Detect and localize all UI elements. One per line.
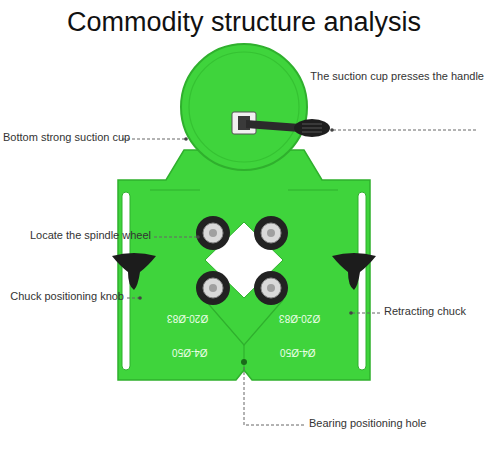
size-marking: Ø20-Ø83 bbox=[167, 312, 208, 324]
plate-ridge bbox=[150, 189, 338, 190]
suction-cup bbox=[181, 44, 307, 170]
callout-label: Locate the spindle wheel bbox=[30, 229, 151, 242]
size-marking: Ø4-Ø50 bbox=[280, 346, 316, 358]
guide-plate bbox=[118, 150, 370, 380]
handle-grip-line bbox=[302, 128, 322, 129]
leader-dots bbox=[138, 128, 353, 315]
size-marking: Ø20-Ø83 bbox=[279, 312, 320, 324]
side-slot bbox=[358, 192, 366, 370]
chuck-knob bbox=[112, 253, 156, 290]
center-cutout bbox=[205, 222, 283, 298]
callout-label: The suction cup presses the handle bbox=[310, 70, 484, 83]
handle-grip-line bbox=[302, 124, 322, 125]
suction-cup-rim bbox=[189, 52, 299, 162]
handle-grip-line bbox=[302, 132, 322, 133]
side-slot bbox=[122, 192, 130, 370]
chuck-knob bbox=[332, 253, 376, 290]
callout-label: Bearing positioning hole bbox=[309, 417, 426, 430]
callout-label: Chuck positioning knob bbox=[10, 290, 124, 303]
spindle-wheels bbox=[196, 216, 288, 305]
leader-lines bbox=[122, 130, 478, 425]
handle-grip bbox=[294, 119, 330, 137]
size-marking: Ø4-Ø50 bbox=[172, 346, 208, 358]
callout-label: Bottom strong suction cup bbox=[3, 131, 130, 144]
handle-lever bbox=[246, 120, 300, 132]
callout-label: Retracting chuck bbox=[384, 305, 466, 318]
bearing-hole bbox=[241, 359, 247, 365]
plate-ridge bbox=[205, 300, 283, 345]
title: Commodity structure analysis bbox=[0, 6, 488, 38]
